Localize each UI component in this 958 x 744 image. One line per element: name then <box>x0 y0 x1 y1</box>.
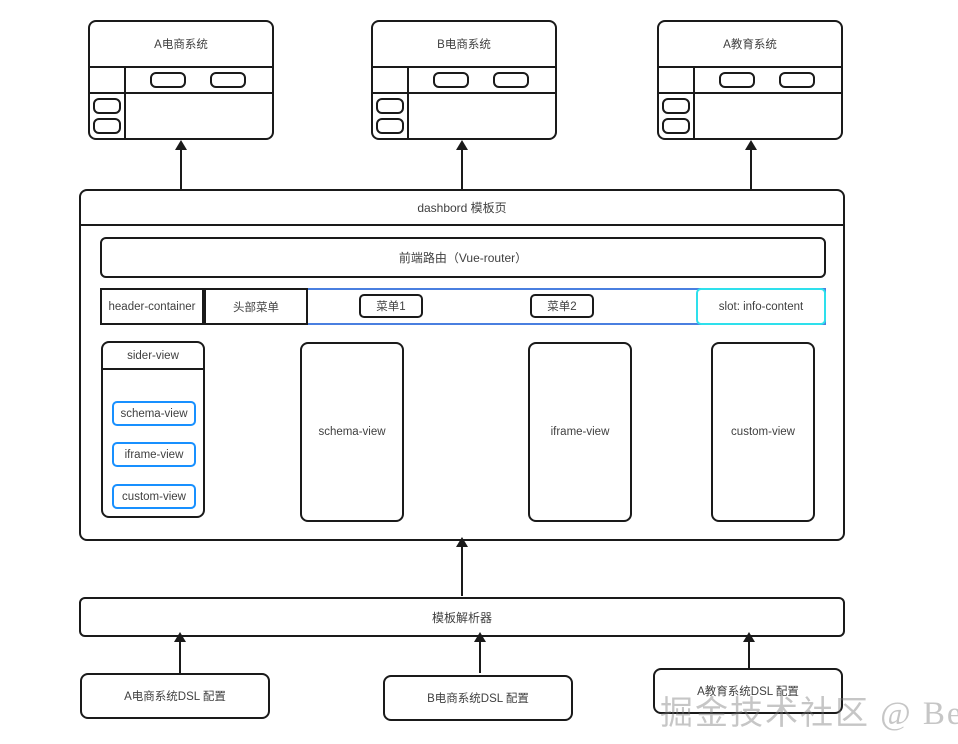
menu-pill <box>779 72 815 88</box>
view-panel-iframe-view: iframe-view <box>528 342 632 522</box>
rail-pill <box>93 118 121 134</box>
sider-item-custom-view[interactable]: custom-view <box>112 484 196 509</box>
app-body <box>657 94 843 140</box>
template-parser-bar: 模板解析器 <box>79 597 845 637</box>
sider-item-schema-view[interactable]: schema-view <box>112 401 196 426</box>
menu-pill <box>719 72 755 88</box>
app-menubar-gutter <box>373 68 409 92</box>
app-menubar-gutter <box>90 68 126 92</box>
app-title: B电商系统 <box>371 20 557 68</box>
dsl-config-b-ecommerce: B电商系统DSL 配置 <box>383 675 573 721</box>
slot-info-content: slot: info-content <box>696 288 826 325</box>
dsl-config-a-ecommerce: A电商系统DSL 配置 <box>80 673 270 719</box>
rail-pill <box>93 98 121 114</box>
rail-pill <box>662 98 690 114</box>
app-sidebar-rail <box>90 94 126 138</box>
app-sidebar-rail <box>373 94 409 138</box>
app-menubar <box>371 68 557 94</box>
menu-pill <box>433 72 469 88</box>
rail-pill <box>662 118 690 134</box>
app-body <box>88 94 274 140</box>
view-panel-custom-view: custom-view <box>711 342 815 522</box>
arrow-dashboard-to-app-b <box>456 140 468 189</box>
menu-pill <box>493 72 529 88</box>
arrow-dashboard-to-app-edu <box>745 140 757 189</box>
frontend-router-bar: 前端路由（Vue-router） <box>100 237 826 278</box>
header-row: header-container 头部菜单 菜单1 菜单2 slot: info… <box>100 288 826 325</box>
menu-pill <box>210 72 246 88</box>
menu-button-2[interactable]: 菜单2 <box>530 294 594 318</box>
arrow-parser-to-dashboard <box>456 537 468 596</box>
arrow-dsl-edu-to-parser <box>743 632 755 673</box>
app-body <box>371 94 557 140</box>
app-title: A教育系统 <box>657 20 843 68</box>
app-window-b-ecommerce: B电商系统 <box>371 20 557 140</box>
rail-pill <box>376 118 404 134</box>
app-menubar <box>657 68 843 94</box>
dashboard-title: dashbord 模板页 <box>81 191 843 226</box>
app-menubar-gutter <box>659 68 695 92</box>
arrow-dsl-a-to-parser <box>174 632 186 673</box>
app-menubar <box>88 68 274 94</box>
sider-item-iframe-view[interactable]: iframe-view <box>112 442 196 467</box>
menu-button-1[interactable]: 菜单1 <box>359 294 423 318</box>
view-panel-schema-view: schema-view <box>300 342 404 522</box>
arrow-dsl-b-to-parser <box>474 632 486 673</box>
menu-pill <box>150 72 186 88</box>
rail-pill <box>376 98 404 114</box>
app-sidebar-rail <box>659 94 695 138</box>
sider-view-title: sider-view <box>103 343 203 370</box>
dsl-config-a-education: A教育系统DSL 配置 <box>653 668 843 714</box>
app-window-a-ecommerce: A电商系统 <box>88 20 274 140</box>
header-menu-cell: 头部菜单 <box>204 288 308 325</box>
app-title: A电商系统 <box>88 20 274 68</box>
app-window-a-education: A教育系统 <box>657 20 843 140</box>
arrow-dashboard-to-app-a <box>175 140 187 189</box>
sider-view-panel: sider-view schema-view iframe-view custo… <box>101 341 205 518</box>
header-container-cell: header-container <box>100 288 204 325</box>
